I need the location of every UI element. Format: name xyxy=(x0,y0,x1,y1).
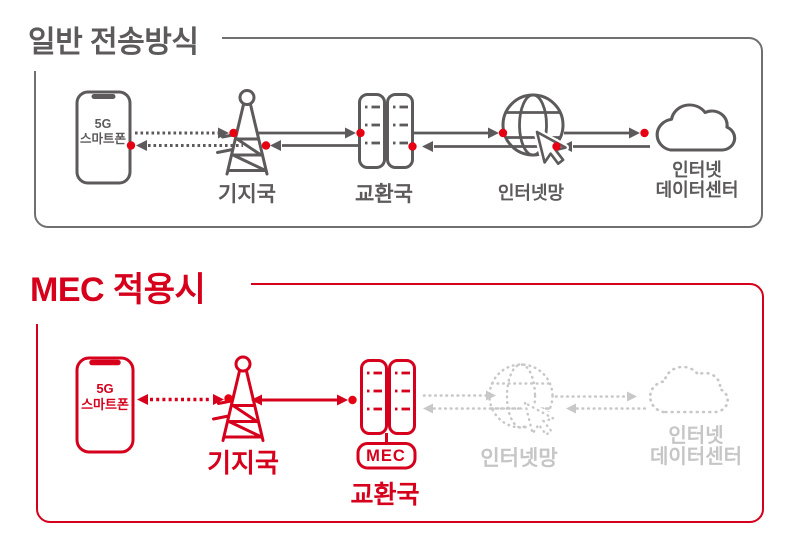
phone-label: 5G 스마트폰 xyxy=(80,117,126,146)
datacenter-inactive-line1: 인터넷 xyxy=(668,425,724,447)
normal-section-title: 일반 전송방식 xyxy=(28,26,199,59)
internet-label-inactive: 인터넷망 xyxy=(480,447,558,470)
exchange-label: 교환국 xyxy=(355,183,413,206)
base-station-label: 기지국 xyxy=(218,183,276,206)
phone-label-line2: 스마트폰 xyxy=(79,131,127,146)
base-station-label-mec: 기지국 xyxy=(207,448,279,478)
mec-section-box xyxy=(36,283,764,523)
datacenter-inactive-line2: 데이터센터 xyxy=(650,446,742,468)
internet-label: 인터넷망 xyxy=(497,183,565,203)
exchange-label-mec: 교환국 xyxy=(350,481,420,509)
datacenter-label-line1: 인터넷 xyxy=(672,160,722,180)
phone-label-line1: 5G xyxy=(94,117,112,131)
mec-title-mask xyxy=(0,250,251,324)
datacenter-label-inactive: 인터넷 데이터센터 xyxy=(650,426,742,468)
phone-label-mec-line1: 5G xyxy=(96,381,114,396)
normal-section-box xyxy=(34,37,763,228)
phone-label-mec-line2: 스마트폰 xyxy=(81,396,129,412)
normal-title-mask xyxy=(0,0,222,71)
phone-label-mec: 5G 스마트폰 xyxy=(81,381,129,412)
datacenter-label: 인터넷 데이터센터 xyxy=(655,160,739,200)
datacenter-label-line2: 데이터센터 xyxy=(655,179,739,200)
mec-section-title: MEC 적용시 xyxy=(30,271,206,309)
mec-badge-label: MEC xyxy=(366,447,406,465)
